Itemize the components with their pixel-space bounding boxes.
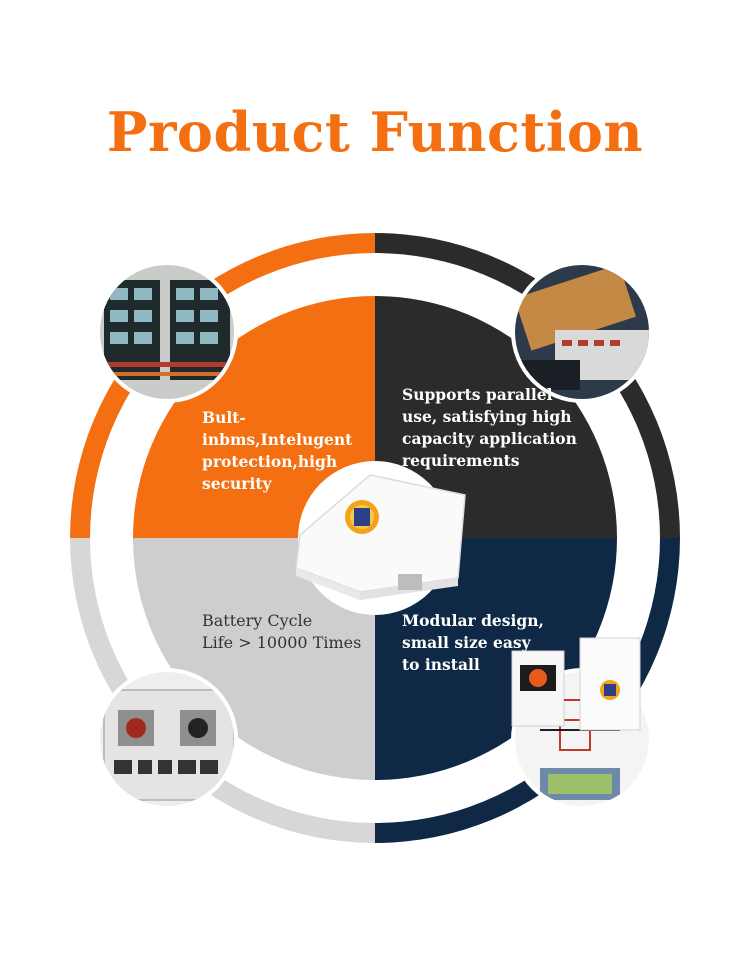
feature-cycle-life: Battery Cycle Life > 10000 Times <box>202 611 362 652</box>
battery-unit-photo <box>295 461 466 615</box>
feature-bms-protection: Bult-inbms,Intelugent protection,high se… <box>202 408 353 493</box>
quadrant-top-left <box>133 296 375 538</box>
terminal-panel-photo <box>96 668 238 810</box>
page-title: Product Function <box>106 100 644 164</box>
inverter-unit-photo <box>511 637 641 731</box>
bms-board-photo <box>511 261 653 403</box>
quadrant-top-right <box>375 296 617 538</box>
inner-quadrants <box>133 296 617 780</box>
quadrant-bottom-right <box>375 538 617 780</box>
feature-parallel-use: Supports parallel use, satisfying high c… <box>402 385 577 470</box>
quadrant-bottom-left <box>133 538 375 780</box>
feature-modular-design: Modular design, small size easy to insta… <box>402 611 544 674</box>
battery-cells-photo <box>96 261 238 403</box>
